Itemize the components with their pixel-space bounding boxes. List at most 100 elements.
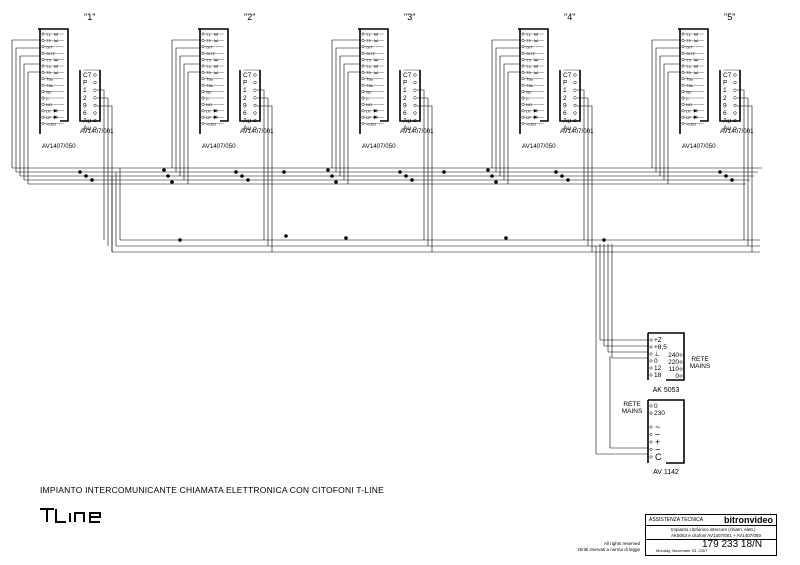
terminal-label: T3 xyxy=(206,57,211,62)
terminal-label: LP xyxy=(46,115,51,120)
switch-icon xyxy=(53,39,59,42)
terminal-label: T4 xyxy=(526,64,531,69)
audio-drop xyxy=(417,105,433,252)
diagram-title: IMPIANTO INTERCOMUNICANTE CHIAMATA ELETT… xyxy=(40,485,384,495)
right-terminal-circle xyxy=(733,119,737,123)
right-terminal-label: 9 xyxy=(83,102,87,109)
terminal-label: T6a xyxy=(366,77,374,82)
junction-dot xyxy=(240,174,244,178)
terminal-circle xyxy=(681,109,685,113)
right-terminal-circle xyxy=(253,103,257,107)
station-loop xyxy=(495,47,520,172)
terminal-circle xyxy=(41,64,45,68)
station-label: "4" xyxy=(564,12,575,22)
right-terminal-label: C7 xyxy=(83,72,92,79)
av1142-terminal-label: ~ xyxy=(655,422,660,432)
junction-dot xyxy=(730,178,734,182)
title-block-label: ASSISTENZA TECNICA xyxy=(649,517,704,523)
terminal-circle xyxy=(201,32,205,36)
junction-dot xyxy=(410,178,414,182)
junction-dot xyxy=(724,174,728,178)
junction-dot xyxy=(490,174,494,178)
switch-icon xyxy=(213,39,219,42)
right-terminal-label: C7 xyxy=(723,72,732,79)
terminal-circle xyxy=(361,115,365,119)
terminal-label: T1 xyxy=(686,32,691,37)
ak5053-mains-label: MAINS xyxy=(690,363,711,370)
right-terminal-circle xyxy=(253,88,257,92)
model-label-right: AV1407/001 xyxy=(560,128,594,135)
terminal-circle xyxy=(201,51,205,55)
terminal-label: T6b xyxy=(366,83,374,88)
station-loop xyxy=(491,39,520,168)
station-label: "3" xyxy=(404,12,415,22)
terminal-circle xyxy=(201,122,205,126)
psu-feed xyxy=(609,356,648,449)
terminal-label: T5 xyxy=(526,70,531,75)
terminal-label: NO xyxy=(46,102,52,107)
panel-outline-left xyxy=(518,28,549,122)
switch-icon xyxy=(213,64,219,68)
right-terminal-label: 6 xyxy=(723,110,727,117)
station-loop xyxy=(347,71,360,184)
right-terminal-circle xyxy=(93,126,97,130)
terminal-label: T5 xyxy=(366,70,371,75)
terminal-circle xyxy=(361,77,365,81)
terminal-label: NO xyxy=(206,102,212,107)
ak5053-terminal-label: +Z xyxy=(654,337,662,344)
station-label: "1" xyxy=(84,12,95,22)
ak5053-terminal xyxy=(649,366,653,370)
right-terminal-circle xyxy=(413,96,417,100)
switch-icon xyxy=(533,71,539,74)
junction-dot xyxy=(344,236,348,240)
station-loop xyxy=(11,39,40,168)
terminal-label: NO xyxy=(366,102,372,107)
terminal-circle xyxy=(521,38,525,42)
av1142-mains-label: RETE xyxy=(623,401,641,408)
station-loop xyxy=(503,63,520,180)
terminal-circle xyxy=(681,64,685,68)
psu-feed xyxy=(611,244,648,359)
terminal-label: +LED xyxy=(366,121,376,126)
terminal-label: T2 xyxy=(526,38,531,43)
right-terminal-label: 1 xyxy=(403,87,407,94)
terminal-label: T5 xyxy=(46,70,51,75)
junction-dot xyxy=(178,238,182,242)
junction-dot xyxy=(246,178,250,182)
ak5053-mains-terminal xyxy=(679,374,683,378)
station-loop xyxy=(659,55,680,176)
junction-dot xyxy=(84,174,88,178)
terminal-label: C xyxy=(206,96,209,101)
right-terminal-label: Au xyxy=(723,125,731,132)
right-terminal-label: P xyxy=(243,80,247,87)
right-terminal-circle xyxy=(573,111,577,115)
right-terminal-label: Au xyxy=(83,118,91,125)
right-terminal-label: 1 xyxy=(563,87,567,94)
terminal-circle xyxy=(681,83,685,87)
station-label: "5" xyxy=(724,12,735,22)
right-terminal-circle xyxy=(573,73,577,77)
terminal-circle xyxy=(201,58,205,62)
units: "1"T1T2G/TG/T2T3T4T5T6aT6bNCCNOLVLP+LEDC… xyxy=(38,12,754,150)
audio-drop xyxy=(737,105,753,252)
intercom-station-1: "1"T1T2G/TG/T2T3T4T5T6aT6bNCCNOLVLP+LEDC… xyxy=(38,12,114,150)
terminal-label: T3 xyxy=(366,57,371,62)
station-loop xyxy=(179,55,200,176)
switch-icon xyxy=(373,32,379,36)
right-terminal-circle xyxy=(573,88,577,92)
switch-icon xyxy=(373,39,379,42)
right-terminal-circle xyxy=(413,126,417,130)
title-block-code-row xyxy=(646,539,776,549)
terminal-circle xyxy=(361,83,365,87)
terminal-circle xyxy=(681,58,685,62)
right-terminal-label: 2 xyxy=(243,95,247,102)
psu-feed xyxy=(595,246,648,455)
terminal-label: T4 xyxy=(366,64,371,69)
terminal-circle xyxy=(521,45,525,49)
right-terminal-circle xyxy=(733,126,737,130)
switch-icon xyxy=(213,32,219,36)
model-label-right: AV1407/001 xyxy=(720,128,754,135)
right-terminal-label: C7 xyxy=(243,72,252,79)
switch-icon xyxy=(373,58,379,61)
station-loop xyxy=(331,39,360,168)
